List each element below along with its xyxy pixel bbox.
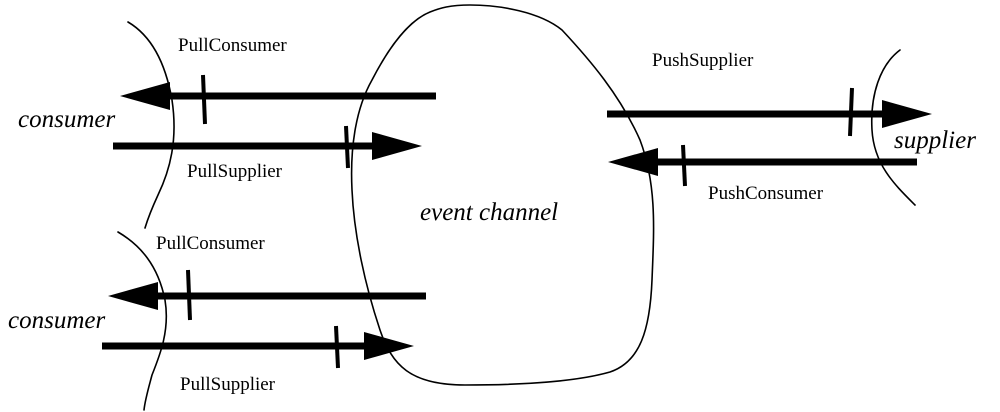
push-supplier-label: PushSupplier xyxy=(652,50,754,71)
consumer-top-boundary xyxy=(127,21,175,229)
push-consumer-label: PushConsumer xyxy=(708,183,824,204)
pull-consumer-arrow-top xyxy=(120,74,436,125)
consumer-bottom-boundary xyxy=(117,231,168,411)
event-channel-boundary xyxy=(350,4,655,386)
event-channel-label: event channel xyxy=(420,199,558,226)
consumer-label-top: consumer xyxy=(18,106,115,133)
supplier-label: supplier xyxy=(894,127,976,154)
pull-consumer-label-top: PullConsumer xyxy=(178,35,287,56)
pull-supplier-label-bottom: PullSupplier xyxy=(180,374,276,395)
pull-supplier-arrow-bottom xyxy=(102,325,414,369)
push-consumer-arrow xyxy=(608,144,917,187)
consumer-label-bottom: consumer xyxy=(8,307,105,334)
supplier-boundary xyxy=(870,49,916,206)
pull-consumer-label-bottom: PullConsumer xyxy=(156,233,265,254)
pull-consumer-arrow-bottom xyxy=(108,269,426,321)
pull-supplier-arrow-top xyxy=(113,125,422,169)
push-supplier-arrow xyxy=(607,87,932,137)
pull-supplier-label-top: PullSupplier xyxy=(187,161,283,182)
